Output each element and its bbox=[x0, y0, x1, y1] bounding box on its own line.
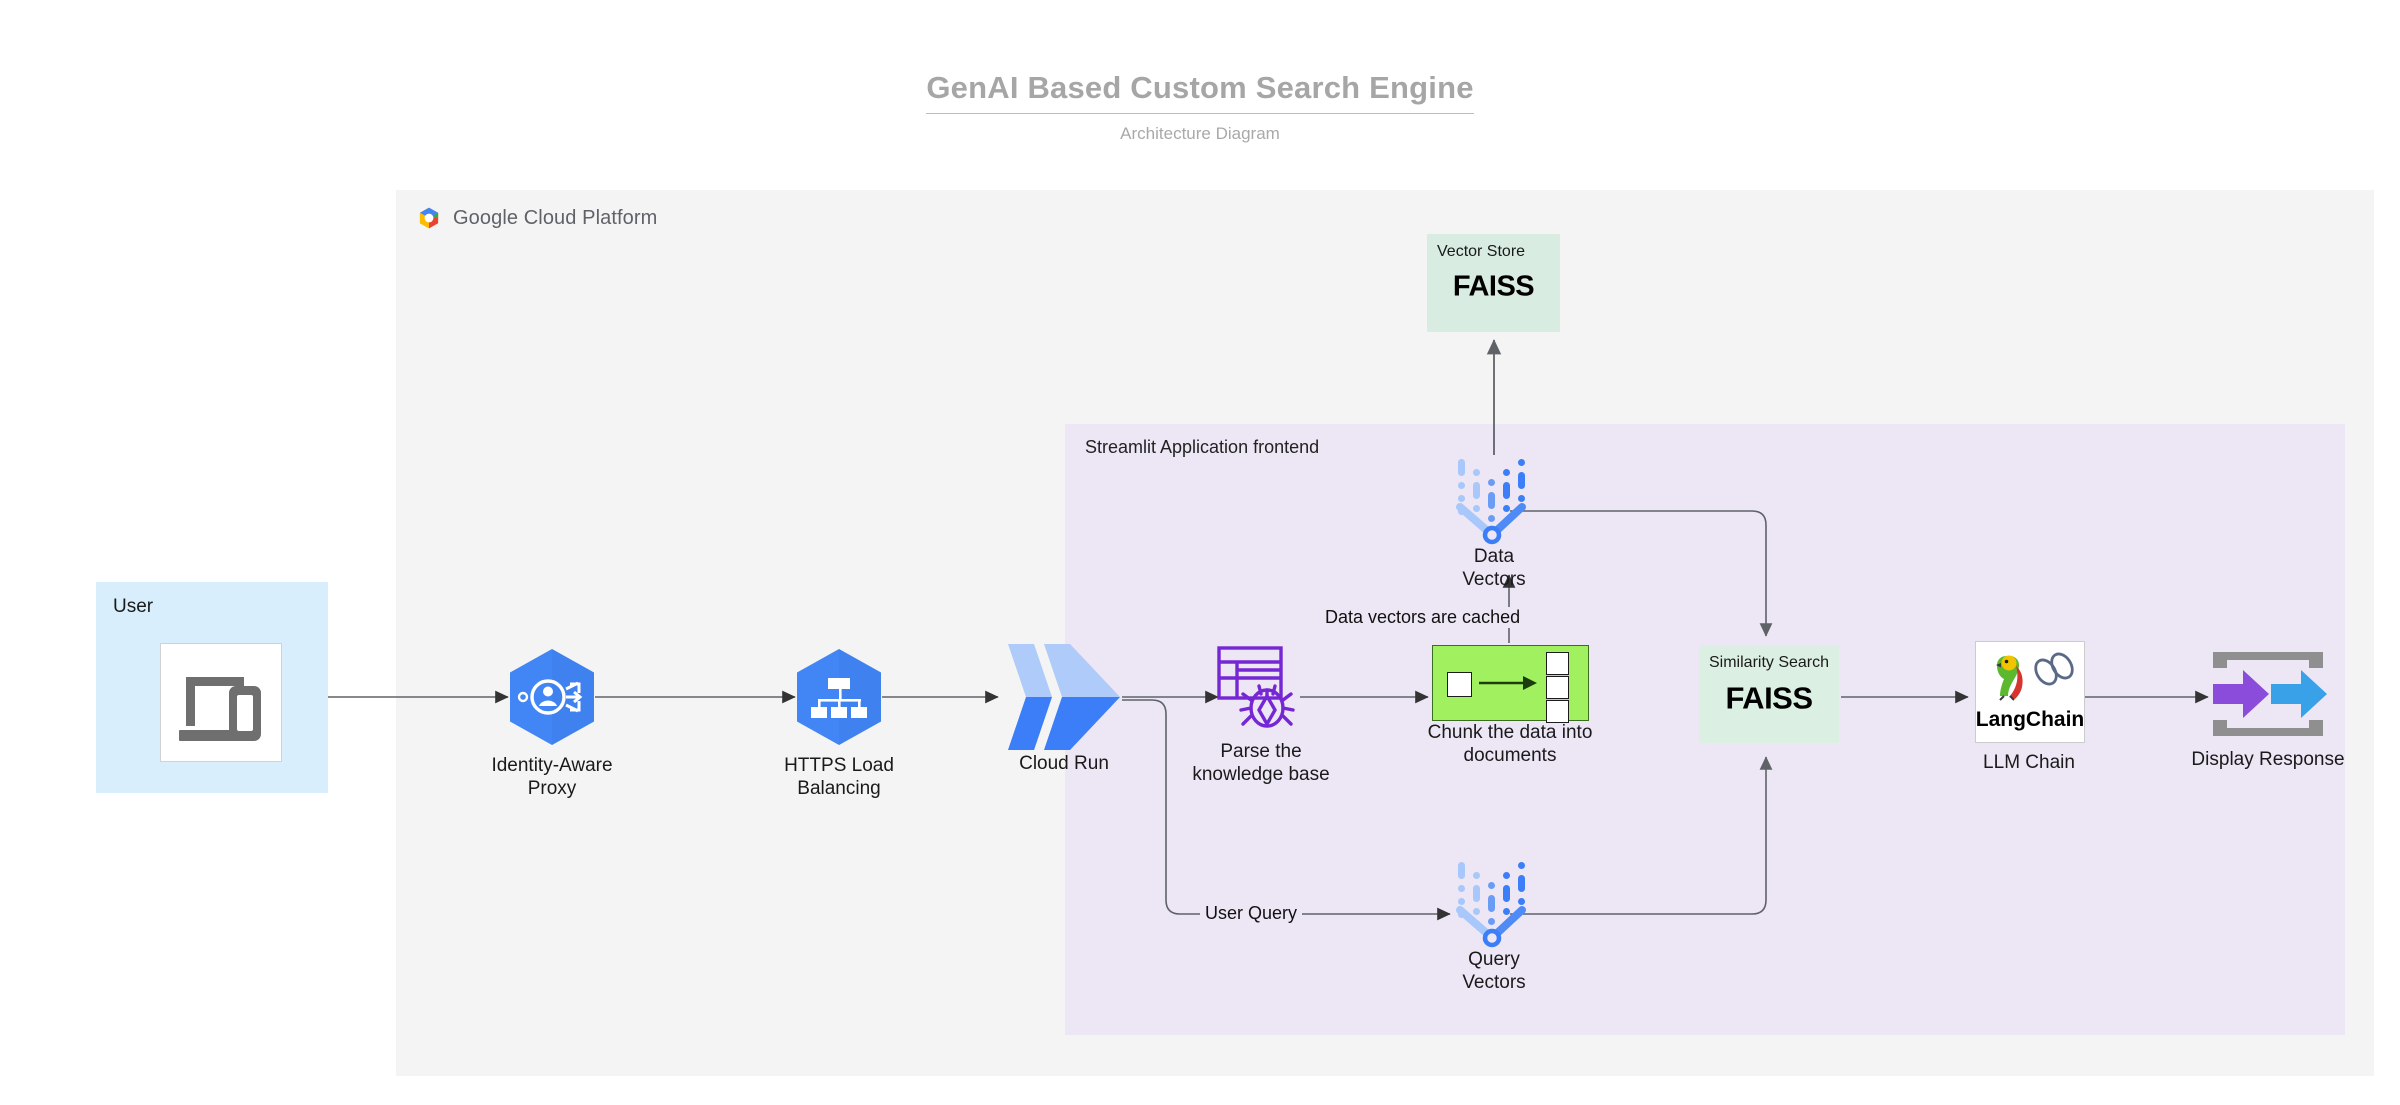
node-similarity-search[interactable]: Similarity Search FAISS bbox=[1699, 645, 1839, 743]
user-group: User bbox=[96, 582, 328, 793]
node-label: Data Vectors bbox=[1462, 546, 1526, 591]
streamlit-panel-label: Streamlit Application frontend bbox=[1085, 437, 1320, 457]
chunk-doc-square bbox=[1546, 676, 1569, 699]
node-vector-store[interactable]: Vector Store FAISS bbox=[1427, 234, 1560, 332]
google-cloud-logo-icon bbox=[419, 207, 439, 229]
chunk-source-square bbox=[1447, 672, 1472, 697]
node-chunk-data[interactable] bbox=[1432, 645, 1589, 723]
langchain-parrot-chain-icon bbox=[1996, 652, 2074, 701]
diagram-header: GenAI Based Custom Search Engine Archite… bbox=[750, 70, 1650, 144]
node-identity-aware-proxy[interactable]: Identity-Aware Proxy bbox=[491, 648, 613, 799]
node-llm-chain[interactable]: LangChain bbox=[1975, 641, 2085, 743]
node-label: Display Response bbox=[2191, 749, 2345, 770]
node-query-vectors[interactable]: Query Vectors bbox=[1450, 858, 1538, 993]
vector-store-label: Vector Store bbox=[1437, 243, 1526, 260]
node-label: Identity-Aware Proxy bbox=[491, 755, 613, 800]
node-label: LLM Chain bbox=[1983, 752, 2075, 773]
vector-embedding-icon bbox=[1456, 459, 1526, 545]
table-spider-scrape-icon bbox=[1217, 646, 1295, 728]
node-data-vectors[interactable]: Data Vectors bbox=[1450, 455, 1538, 590]
node-label: Parse the knowledge base bbox=[1192, 741, 1330, 786]
node-label: Cloud Run bbox=[1019, 753, 1109, 774]
user-device-card bbox=[160, 643, 282, 762]
node-label: Query Vectors bbox=[1462, 949, 1526, 994]
gcp-branding: Google Cloud Platform bbox=[416, 205, 657, 231]
chunk-arrow-icon bbox=[1479, 676, 1537, 690]
langchain-logo-text: LangChain bbox=[1975, 708, 2085, 731]
laptop-mobile-icon bbox=[179, 677, 261, 741]
cloud-run-icon bbox=[1008, 644, 1120, 750]
faiss-logo-text: FAISS bbox=[1725, 680, 1813, 716]
page-subtitle: Architecture Diagram bbox=[1120, 124, 1280, 143]
chunk-doc-square bbox=[1546, 700, 1569, 723]
node-parse-knowledge-base[interactable]: Parse the knowledge base bbox=[1192, 640, 1330, 785]
user-group-label: User bbox=[113, 596, 154, 617]
identity-aware-proxy-icon bbox=[508, 648, 596, 746]
node-https-load-balancing[interactable]: HTTPS Load Balancing bbox=[784, 648, 894, 799]
node-display-response[interactable]: Display Response bbox=[2191, 644, 2345, 770]
gcp-panel-label: Google Cloud Platform bbox=[453, 206, 658, 229]
load-balancing-icon bbox=[795, 648, 883, 746]
node-cloud-run[interactable]: Cloud Run bbox=[1004, 640, 1124, 774]
similarity-search-label: Similarity Search bbox=[1709, 654, 1830, 671]
display-response-arrows-icon bbox=[2213, 652, 2327, 736]
edge-label-user-query: User Query bbox=[1200, 903, 1303, 924]
node-label: Chunk the data into documents bbox=[1427, 722, 1593, 767]
node-label: HTTPS Load Balancing bbox=[784, 755, 894, 800]
vector-embedding-icon bbox=[1456, 862, 1526, 948]
page-title: GenAI Based Custom Search Engine bbox=[926, 70, 1474, 114]
edge-label-data-vectors-cached: Data vectors are cached bbox=[1320, 607, 1526, 628]
faiss-logo-text: FAISS bbox=[1452, 270, 1535, 303]
chunk-doc-square bbox=[1546, 652, 1569, 675]
